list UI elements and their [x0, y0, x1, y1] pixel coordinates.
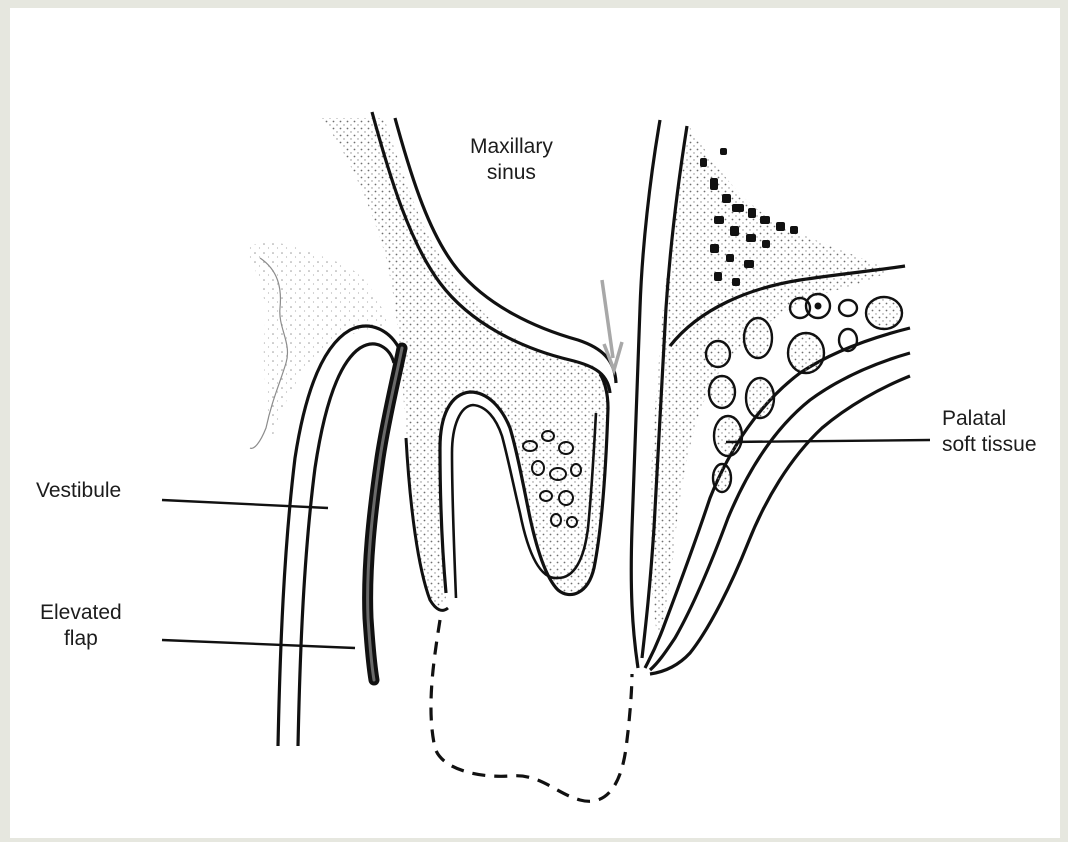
vestibule-leader [162, 500, 328, 508]
outer-bone-stipple-left [245, 243, 388, 438]
sinus-anatomy-diagram [10, 8, 1060, 838]
left-alveolar-bone [322, 118, 609, 606]
label-elevated-flap: Elevated flap [40, 600, 122, 652]
socket-dashed-outline [431, 620, 632, 801]
palatal-leader [726, 440, 930, 442]
label-palatal-soft-tissue: Palatal soft tissue [942, 406, 1037, 458]
figure-frame: Maxillary sinus Vestibule Elevated flap … [10, 8, 1060, 838]
elevated-flap-leader [162, 640, 355, 648]
label-vestibule: Vestibule [36, 478, 121, 504]
vestibule-outer-line [278, 326, 400, 746]
vestibule-inner-line [298, 344, 394, 746]
label-maxillary-sinus: Maxillary sinus [470, 134, 553, 186]
